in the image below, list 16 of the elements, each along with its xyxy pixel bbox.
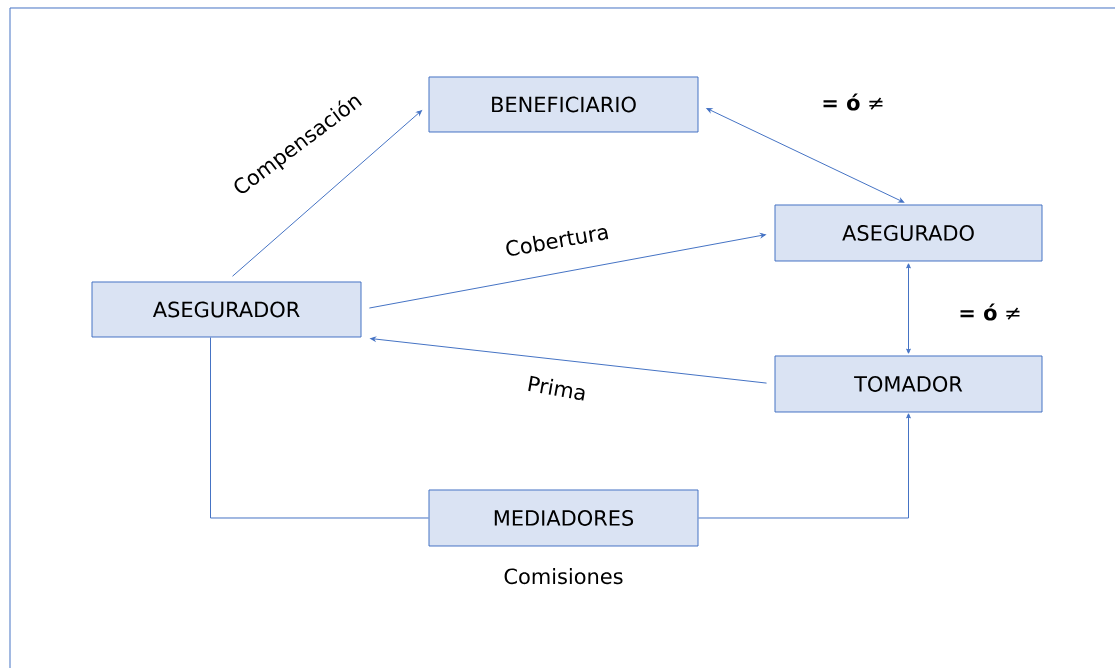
arrow	[368, 233, 766, 309]
process-box: BENEFICIARIO	[428, 76, 699, 133]
process-box: MEDIADORES	[428, 489, 699, 547]
process-box: TOMADOR	[774, 355, 1043, 413]
edge-label: = ó ≠	[823, 93, 883, 111]
arrow	[698, 413, 911, 519]
arrow	[906, 263, 911, 354]
edge-label: Cobertura	[506, 228, 609, 256]
edge-label: Prima	[528, 375, 585, 401]
edge-label: = ó ≠	[960, 303, 1020, 321]
process-box: ASEGURADOR	[91, 281, 362, 338]
process-box: ASEGURADO	[774, 204, 1043, 262]
arrow	[232, 110, 423, 277]
arrow	[370, 336, 768, 384]
caption-text: Comisiones	[504, 568, 623, 585]
arrow	[706, 108, 905, 203]
